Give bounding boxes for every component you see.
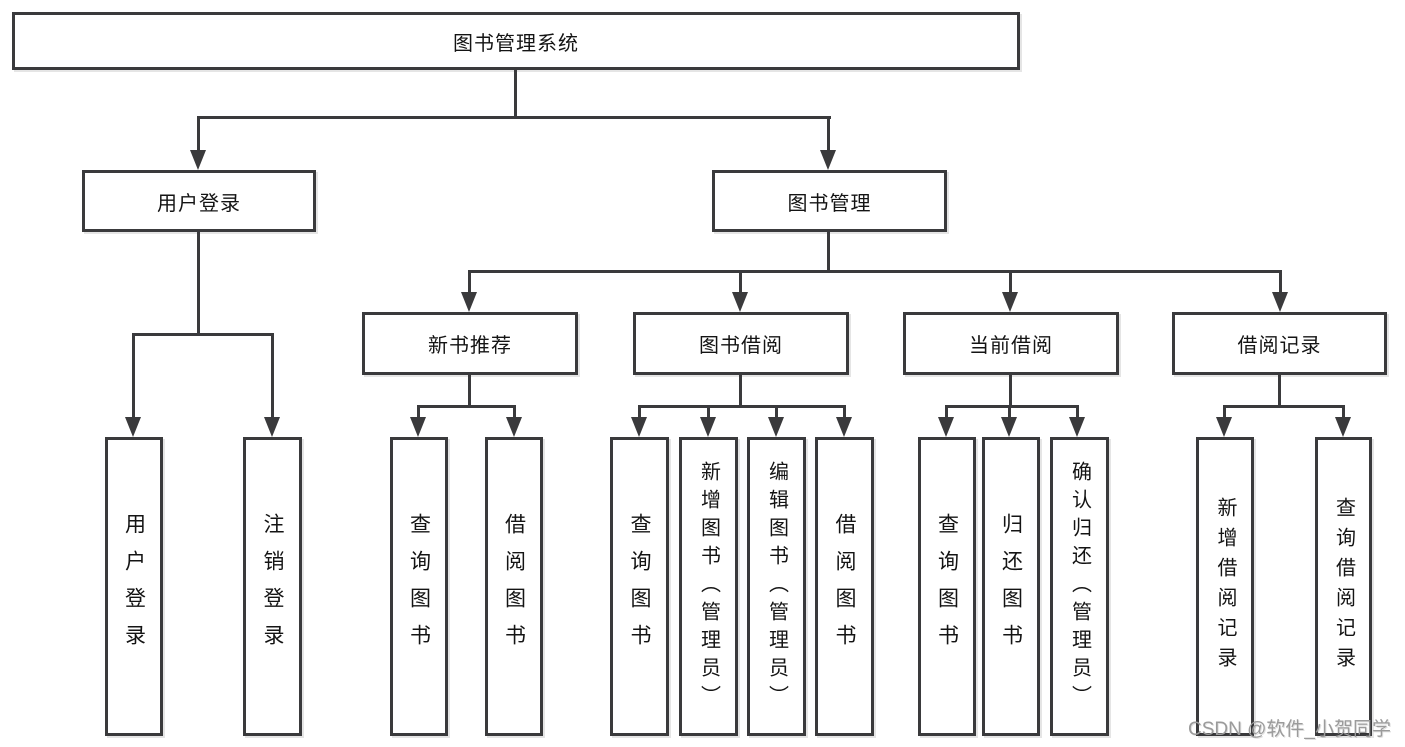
arrowhead-down-icon (732, 292, 748, 312)
connector-user-stem (197, 232, 200, 336)
arrowhead-down-icon (700, 417, 716, 437)
arrowhead-down-icon (125, 417, 141, 437)
connector-root-stem (514, 70, 517, 119)
leaf-label: 查询图书 (407, 512, 431, 661)
leaf-cb-query-books: 查询图书 (918, 437, 976, 736)
arrowhead-down-icon (1002, 292, 1018, 312)
connector-nbr-bar (417, 405, 516, 408)
arrowhead-down-icon (1069, 417, 1085, 437)
connector-bb-bar (638, 405, 845, 408)
csdn-watermark: CSDN @软件_小贺同学 (1188, 719, 1391, 740)
node-book-management: 图书管理 (712, 170, 947, 232)
leaf-br-add-record: 新增借阅记录 (1196, 437, 1254, 736)
leaf-label: 注销登录 (261, 512, 284, 661)
leaf-cb-return-books: 归还图书 (982, 437, 1040, 736)
connector-cb-drop-2 (1008, 405, 1011, 420)
arrowhead-down-icon (1001, 417, 1017, 437)
arrowhead-down-icon (768, 417, 784, 437)
connector-root-drop-left (197, 116, 200, 152)
connector-cb-bar (945, 405, 1079, 408)
leaf-bb-borrow-books: 借阅图书 (815, 437, 874, 736)
leaf-bb-edit-books-admin: 编辑图书（管理员） (747, 437, 806, 736)
connector-bb-drop-1 (638, 405, 641, 420)
arrowhead-down-icon (506, 417, 522, 437)
node-label: 图书借阅 (699, 335, 783, 357)
arrowhead-down-icon (461, 292, 477, 312)
node-label: 用户登录 (157, 192, 241, 215)
connector-br-bar (1223, 405, 1344, 408)
node-label: 当前借阅 (969, 335, 1053, 357)
leaf-label: 编辑图书（管理员） (765, 460, 788, 713)
connector-mgmt-drop-2 (739, 270, 742, 294)
node-label: 借阅记录 (1237, 335, 1322, 357)
arrowhead-down-icon (836, 417, 852, 437)
connector-user-drop-2 (271, 333, 274, 420)
node-user-login-group: 用户登录 (82, 170, 316, 232)
connector-bb-drop-3 (775, 405, 778, 420)
connector-user-drop-1 (132, 333, 135, 420)
node-borrow-records: 借阅记录 (1172, 312, 1387, 375)
connector-nbr-stem (468, 375, 471, 408)
connector-br-drop-2 (1342, 405, 1345, 420)
leaf-label: 查询图书 (628, 512, 651, 661)
arrowhead-down-icon (1335, 417, 1351, 437)
arrowhead-down-icon (631, 417, 647, 437)
node-book-borrowing: 图书借阅 (633, 312, 849, 375)
leaf-logout: 注销登录 (243, 437, 302, 736)
connector-nbr-drop-1 (417, 405, 420, 420)
leaf-label: 借阅图书 (502, 512, 526, 661)
connector-root-bar (197, 116, 831, 119)
arrowhead-down-icon (1272, 292, 1288, 312)
connector-mgmt-drop-1 (468, 270, 471, 294)
connector-cb-drop-3 (1076, 405, 1079, 420)
connector-nbr-drop-2 (513, 405, 516, 420)
leaf-bb-add-books-admin: 新增图书（管理员） (679, 437, 738, 736)
connector-cb-stem (1009, 375, 1012, 408)
leaf-label: 查询借阅记录 (1332, 496, 1355, 677)
leaf-label: 用户登录 (122, 512, 146, 661)
arrowhead-down-icon (264, 417, 280, 437)
leaf-label: 归还图书 (999, 512, 1023, 661)
leaf-user-login: 用户登录 (105, 437, 163, 736)
leaf-nbr-query-books: 查询图书 (390, 437, 448, 736)
leaf-label: 确认归还（管理员） (1068, 460, 1091, 713)
connector-bb-drop-4 (843, 405, 846, 420)
leaf-br-query-record: 查询借阅记录 (1315, 437, 1372, 736)
leaf-label: 查询图书 (935, 512, 959, 661)
connector-mgmt-drop-3 (1009, 270, 1012, 294)
arrowhead-down-icon (410, 417, 426, 437)
connector-bb-drop-2 (707, 405, 710, 420)
arrowhead-down-icon (820, 150, 836, 170)
arrowhead-down-icon (190, 150, 206, 170)
node-library-management-system: 图书管理系统 (12, 12, 1020, 70)
leaf-label: 新增借阅记录 (1214, 496, 1236, 677)
arrowhead-down-icon (938, 417, 954, 437)
leaf-label: 借阅图书 (833, 512, 856, 661)
connector-br-stem (1278, 375, 1281, 408)
node-current-borrowing: 当前借阅 (903, 312, 1119, 375)
node-new-book-recommend: 新书推荐 (362, 312, 578, 375)
node-label: 新书推荐 (428, 335, 512, 357)
connector-cb-drop-1 (945, 405, 948, 420)
connector-bb-stem (739, 375, 742, 408)
connector-mgmt-stem (827, 232, 830, 273)
leaf-cb-confirm-return-admin: 确认归还（管理员） (1050, 437, 1109, 736)
leaf-label: 新增图书（管理员） (697, 460, 720, 713)
connector-root-drop-right (827, 116, 830, 152)
leaf-bb-query-books: 查询图书 (610, 437, 669, 736)
connector-mgmt-drop-4 (1279, 270, 1282, 294)
arrowhead-down-icon (1216, 417, 1232, 437)
connector-br-drop-1 (1223, 405, 1226, 420)
node-label: 图书管理系统 (453, 32, 579, 55)
leaf-nbr-borrow-books: 借阅图书 (485, 437, 543, 736)
connector-mgmt-bar (468, 270, 1282, 273)
node-label: 图书管理 (787, 192, 872, 215)
connector-user-bar (132, 333, 274, 336)
